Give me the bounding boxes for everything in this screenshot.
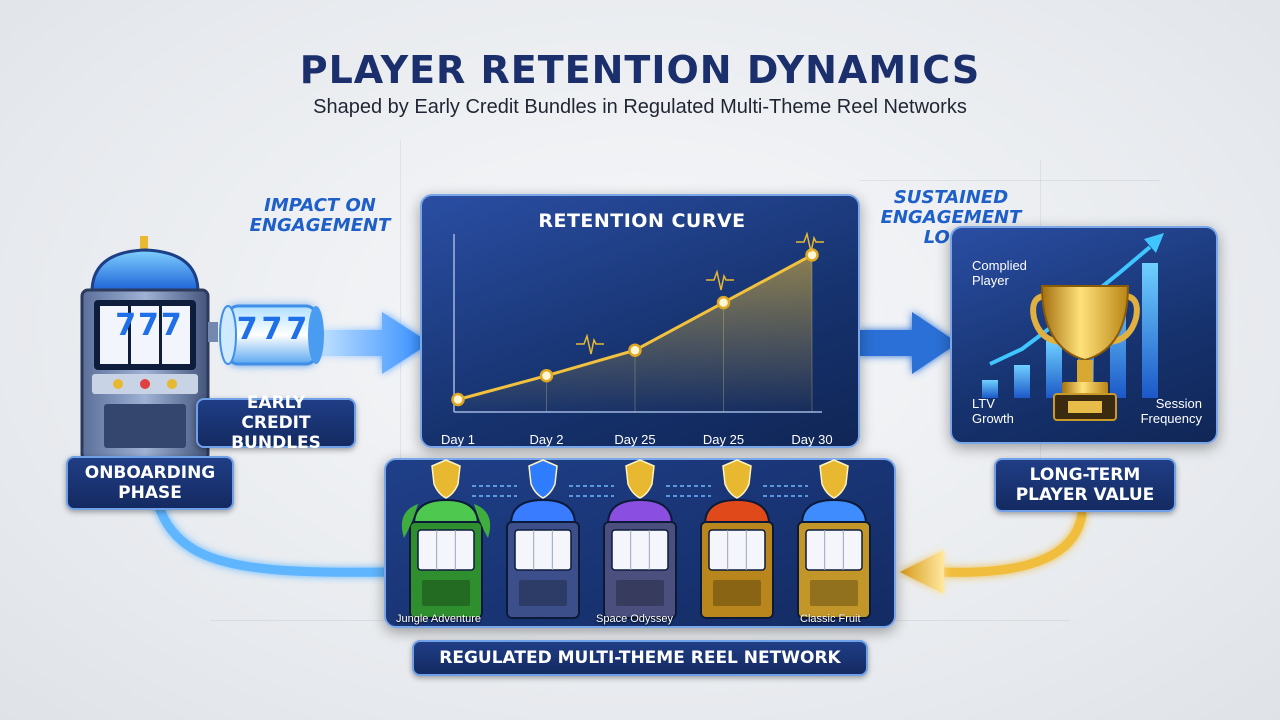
x-tick-label: Day 25 (614, 432, 655, 447)
arrow-to-retention (320, 312, 430, 374)
retention-chart: Day 1 Day 2 Day 25 Day 25 Day 30 (441, 231, 833, 447)
purple-machine (603, 459, 677, 619)
growth-arrowhead (1144, 233, 1164, 253)
pulse-icon (796, 231, 824, 253)
arrow-to-value (860, 312, 958, 374)
impact-label: IMPACT ON ENGAGEMENT (249, 195, 391, 236)
pulse-icon (706, 269, 734, 291)
shield-icon (722, 459, 752, 499)
early-credit-bundles-box: EARLY CREDIT BUNDLES (196, 393, 356, 453)
x-tick-label: Day 25 (703, 432, 744, 447)
jungle-adventure-label: Jungle Adventure (396, 613, 482, 625)
jungle-machine (401, 459, 491, 619)
retention-point (805, 248, 819, 262)
space-machine (506, 459, 580, 619)
reel-cylinder-text: 777 (236, 312, 312, 347)
session-frequency-label: Session Frequency (1140, 396, 1202, 426)
ltv-growth-label: LTV Growth (972, 396, 1014, 426)
fruit-machine (797, 459, 871, 619)
page-title: PLAYER RETENTION DYNAMICS (299, 48, 981, 92)
x-tick-label: Day 30 (791, 432, 832, 447)
shield-icon (625, 459, 655, 499)
value-bar (1014, 365, 1030, 398)
grid-line (400, 140, 401, 620)
grid-line (860, 180, 1160, 181)
retention-point (628, 343, 642, 357)
shield-icon (819, 459, 849, 499)
pulse-icon (576, 333, 604, 355)
page-subtitle: Shaped by Early Credit Bundles in Regula… (313, 96, 967, 118)
retention-point (451, 392, 465, 407)
retention-point (716, 295, 731, 310)
x-tick-label: Day 2 (530, 432, 564, 447)
long-term-value-box: LONG-TERM PLAYER VALUE (994, 458, 1176, 512)
gold-arrowhead (900, 550, 944, 594)
slot-reels-text: 777 (115, 308, 184, 343)
retention-point (539, 368, 554, 383)
classic-fruit-label: Classic Fruit (800, 613, 861, 625)
reel-cylinder-icon (219, 304, 324, 366)
value-bar (1142, 263, 1158, 398)
complied-player-label: Complied Player (972, 258, 1027, 288)
value-bar (982, 380, 998, 398)
return-loop-gold (935, 509, 1087, 577)
space-odyssey-label: Space Odyssey (596, 613, 674, 625)
shield-icon (431, 459, 461, 499)
retention-area (458, 255, 812, 412)
network-title-box: REGULATED MULTI-THEME REEL NETWORK (412, 640, 868, 676)
retention-curve-title: RETENTION CURVE (538, 210, 746, 232)
onboarding-phase-box: ONBOARDING PHASE (66, 456, 234, 510)
slot-machine-icon (80, 236, 218, 462)
value-bar (1046, 341, 1062, 398)
machine-network (401, 459, 871, 619)
shield-icon (528, 459, 558, 499)
fire-machine (700, 459, 774, 619)
x-tick-label: Day 1 (441, 432, 475, 447)
trophy-icon (1030, 285, 1140, 421)
